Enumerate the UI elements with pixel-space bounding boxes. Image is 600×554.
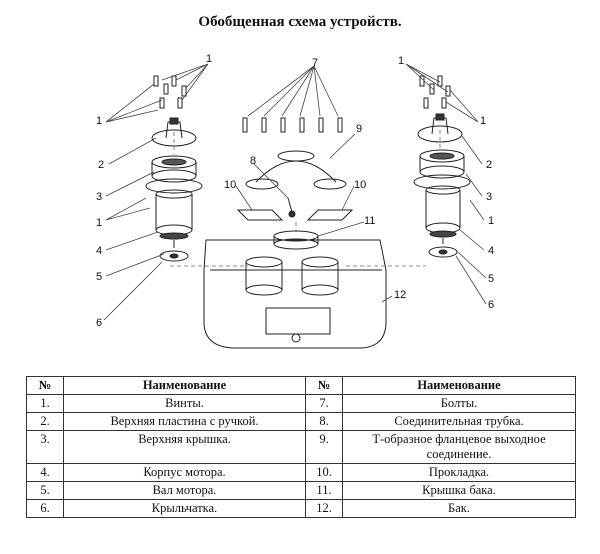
page-title: Обобщенная схема устройств. (198, 14, 402, 30)
row-number: 9. (305, 430, 343, 464)
callout-2-right: 2 (486, 159, 492, 171)
connecting-tube (287, 197, 296, 218)
callout-3-right: 3 (486, 191, 492, 203)
header-number-2: № (305, 376, 343, 395)
row-name: Верхняя пластина с ручкой. (63, 412, 306, 431)
table-row: 4. Корпус мотора. 10. Прокладка. (26, 463, 576, 482)
left-impeller (159, 250, 189, 262)
table-row: 2. Верхняя пластина с ручкой. 8. Соедини… (26, 412, 576, 431)
header-name-2: Наименование (342, 376, 576, 395)
row-name: Болты. (342, 394, 576, 413)
tank (203, 230, 387, 349)
row-number: 1. (26, 394, 64, 413)
row-name: Соединительная трубка. (342, 412, 576, 431)
callout-5-right: 5 (488, 273, 494, 285)
table-row: 6. Крыльчатка. 12. Бак. (26, 499, 576, 518)
callout-1-right: 1 (480, 115, 486, 127)
callout-9: 9 (356, 123, 362, 135)
callout-4-right: 4 (488, 245, 494, 257)
row-number: 3. (26, 430, 64, 464)
row-number: 4. (26, 463, 64, 482)
center-bolts (242, 117, 343, 133)
exploded-diagram: 1 1 2 3 1 4 5 6 7 8 9 10 10 11 12 1 1 2 … (0, 40, 600, 370)
row-name: Крышка бака. (342, 481, 576, 500)
left-motor-body (155, 189, 193, 240)
row-number: 12. (305, 499, 343, 518)
row-name: Крыльчатка. (63, 499, 306, 518)
left-screws (153, 75, 187, 109)
table-row: 3. Верхняя крышка. 9. Т-образное фланцев… (26, 430, 576, 464)
callout-6-left: 6 (96, 317, 102, 329)
callout-4-left: 4 (96, 245, 102, 257)
right-impeller (428, 246, 458, 258)
row-number: 6. (26, 499, 64, 518)
callout-5-left: 5 (96, 271, 102, 283)
right-motor-body (425, 185, 461, 238)
row-name: Корпус мотора. (63, 463, 306, 482)
row-number: 7. (305, 394, 343, 413)
row-number: 11. (305, 481, 343, 500)
callout-6-right: 6 (488, 299, 494, 311)
callout-7: 7 (312, 57, 318, 69)
row-number: 2. (26, 412, 64, 431)
callout-12: 12 (394, 289, 406, 301)
right-pump-assembly (413, 75, 471, 258)
row-name: Бак. (342, 499, 576, 518)
callout-8: 8 (250, 155, 256, 167)
callout-1-top-right: 1 (398, 55, 404, 67)
row-name: Прокладка. (342, 463, 576, 482)
row-name: Вал мотора. (63, 481, 306, 500)
callout-3-left: 3 (96, 191, 102, 203)
callout-10-left: 10 (224, 179, 236, 191)
callout-1-left-lower: 1 (96, 217, 102, 229)
left-upper-cover (145, 155, 203, 194)
callout-1-right-lower: 1 (488, 215, 494, 227)
gaskets (236, 209, 354, 221)
row-number: 5. (26, 481, 64, 500)
row-number: 8. (305, 412, 343, 431)
callout-1-left: 1 (96, 115, 102, 127)
header-number: № (26, 376, 64, 395)
exploded-diagram-svg: 1 1 2 3 1 4 5 6 7 8 9 10 10 11 12 1 1 2 … (96, 53, 494, 349)
callout-10-right: 10 (354, 179, 366, 191)
row-name: Винты. (63, 394, 306, 413)
right-screws (419, 75, 451, 109)
callout-11: 11 (364, 215, 375, 227)
callout-2-left: 2 (98, 159, 104, 171)
right-upper-cover (413, 149, 471, 190)
table-row: 1. Винты. 7. Болты. (26, 394, 576, 413)
left-pump-assembly (145, 75, 203, 262)
row-name: Т-образное фланцевое выходное соединение… (342, 430, 576, 464)
callout-1-top-left: 1 (206, 53, 212, 65)
table-row: 5. Вал мотора. 11. Крышка бака. (26, 481, 576, 500)
row-number: 10. (305, 463, 343, 482)
right-top-plate (417, 113, 463, 143)
row-name: Верхняя крышка. (63, 430, 306, 464)
header-name: Наименование (63, 376, 306, 395)
table-header-row: № Наименование № Наименование (26, 376, 576, 395)
parts-table: № Наименование № Наименование 1. Винты. … (26, 376, 576, 518)
